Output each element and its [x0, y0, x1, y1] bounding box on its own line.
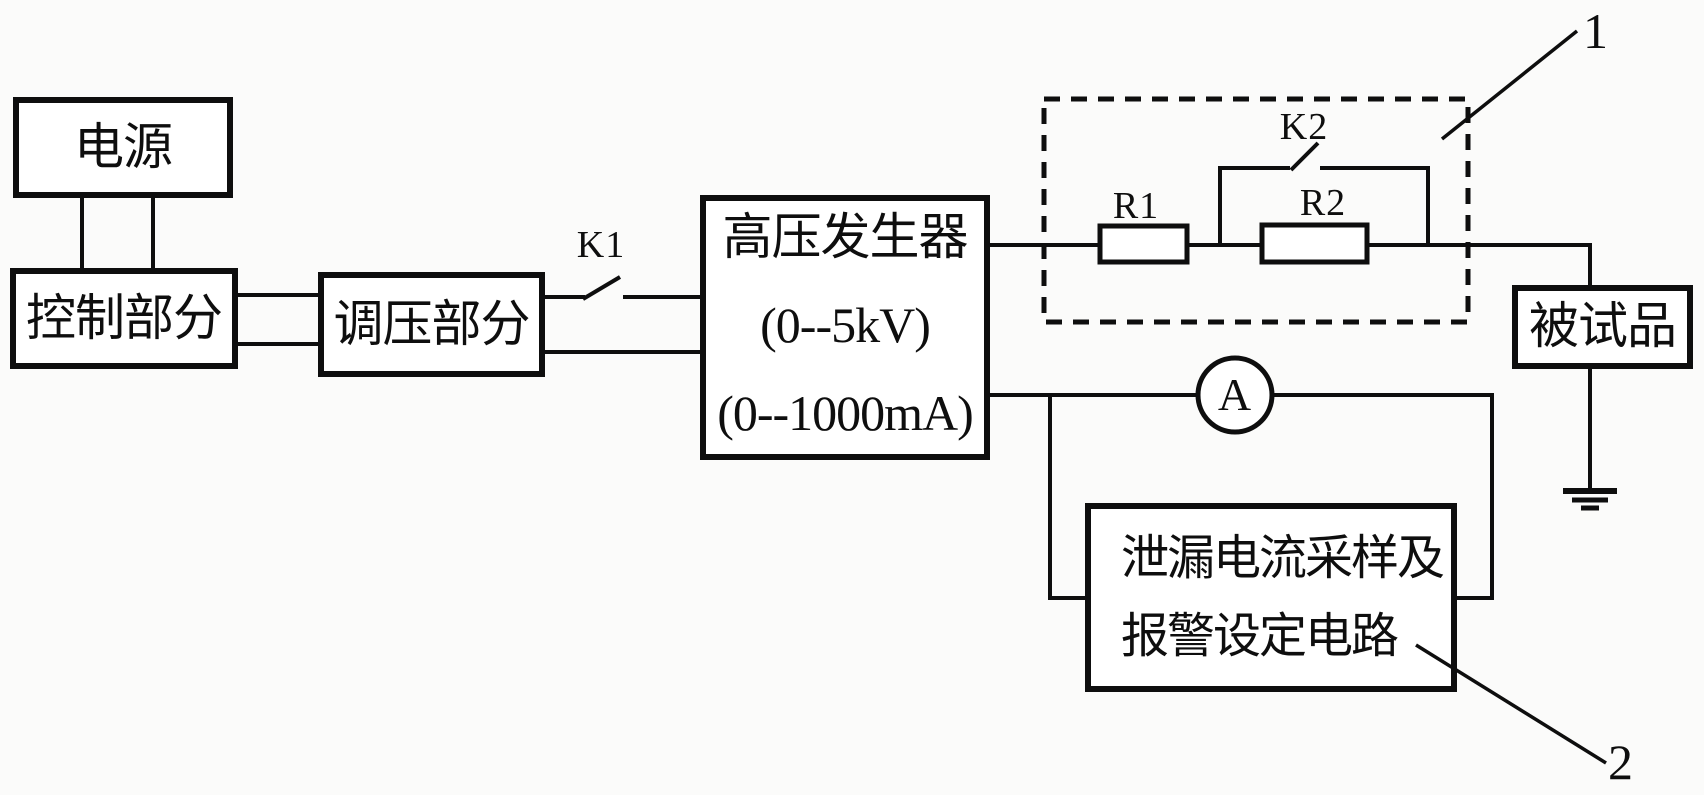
resistor-r2-icon: [1259, 222, 1370, 265]
device-under-test-box: 被试品: [1512, 285, 1693, 369]
switch-k2-label: K2: [1279, 106, 1329, 148]
power-supply-label: 电源: [74, 118, 173, 175]
hv-generator-current-range: (0--1000mA): [717, 384, 974, 441]
callout-1-leader-line: [1440, 29, 1579, 141]
device-under-test-label: 被试品: [1529, 298, 1677, 355]
ammeter-icon: [1195, 355, 1275, 435]
voltage-regulator-box: 调压部分: [318, 272, 545, 377]
control-section-box: 控制部分: [10, 268, 238, 369]
leakage-alarm-line1: 泄漏电流采样及: [1121, 532, 1445, 586]
power-supply-box: 电源: [13, 97, 233, 198]
voltage-regulator-label: 调压部分: [333, 295, 531, 352]
hv-generator-voltage-range: (0--5kV): [760, 296, 931, 353]
callout-2-leader-line: [1415, 643, 1607, 765]
resistor-r2-label: R2: [1299, 182, 1347, 224]
callout-1-label: 1: [1583, 3, 1609, 59]
hv-generator-title: 高压发生器: [722, 209, 969, 265]
callout-2-label: 2: [1608, 734, 1634, 790]
resistor-r1-label: R1: [1112, 185, 1160, 227]
switch-k2-blade-icon: [1289, 141, 1320, 172]
ground-icon: [1563, 488, 1617, 511]
control-section-label: 控制部分: [26, 289, 223, 346]
hv-generator-box: 高压发生器 (0--5kV) (0--1000mA): [700, 195, 990, 460]
ammeter-label: A: [1217, 369, 1253, 420]
resistor-r1-icon: [1097, 223, 1190, 265]
switch-k1-label: K1: [576, 224, 626, 266]
switch-k1-blade-icon: [581, 275, 622, 301]
leakage-alarm-line2: 报警设定电路: [1121, 609, 1399, 663]
leakage-alarm-box: 泄漏电流采样及 报警设定电路: [1085, 503, 1457, 692]
